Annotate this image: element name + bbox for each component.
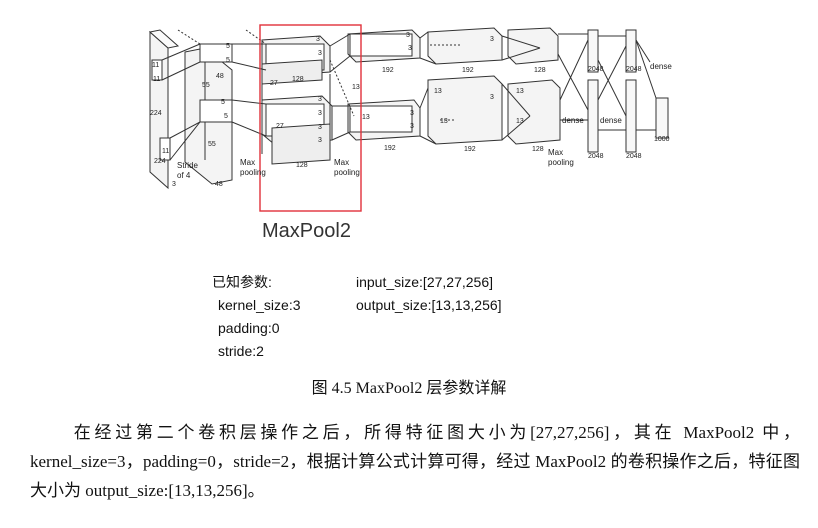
conv4-top-slab xyxy=(427,27,503,65)
label-128-d: 128 xyxy=(532,146,544,153)
label-3-h: 3 xyxy=(408,45,412,52)
label-11-a: 11 xyxy=(152,62,160,69)
label-11-c: 11 xyxy=(162,148,170,155)
label-5-c: 5 xyxy=(221,99,225,106)
conv3-bot-inner xyxy=(349,105,413,133)
body-paragraph: 在经过第二个卷积层操作之后，所得特征图大小为[27,27,256]，其在 Max… xyxy=(30,418,800,505)
label-128-b: 128 xyxy=(296,162,308,169)
label-1000: 1000 xyxy=(654,136,670,143)
paragraph-text: 在经过第二个卷积层操作之后，所得特征图大小为[27,27,256]，其在 Max… xyxy=(30,423,800,500)
param-kernel-size: kernel_size:3 xyxy=(218,297,301,313)
label-13-d: 13 xyxy=(440,118,448,125)
size-params: input_size:[27,27,256] output_size:[13,1… xyxy=(356,271,502,317)
label-5-b: 5 xyxy=(226,57,230,64)
label-3-e: 3 xyxy=(318,124,322,131)
label-13-b: 13 xyxy=(362,114,370,121)
label-of4: of 4 xyxy=(177,171,191,180)
label-3-j: 3 xyxy=(410,123,414,130)
label-5-a: 5 xyxy=(226,43,230,50)
label-192-b: 192 xyxy=(462,67,474,74)
param-stride: stride:2 xyxy=(218,343,264,359)
fc1-top xyxy=(587,29,599,73)
label-3-c: 3 xyxy=(318,96,322,103)
input-size: input_size:[27,27,256] xyxy=(356,274,493,290)
label-dense-b: dense xyxy=(562,116,584,125)
alexnet-figure: 224 224 11 11 11 Stride of 4 3 55 55 48 … xyxy=(0,0,818,260)
known-params: 已知参数: kernel_size:3 padding:0 stride:2 xyxy=(212,271,301,363)
label-192-d: 192 xyxy=(464,146,476,153)
label-3-g: 3 xyxy=(406,32,410,39)
output-size: output_size:[13,13,256] xyxy=(356,297,502,313)
figure-caption: 图 4.5 MaxPool2 层参数详解 xyxy=(311,380,507,397)
label-3-a: 3 xyxy=(316,36,320,43)
label-dense-a: dense xyxy=(650,62,672,71)
label-13-c: 13 xyxy=(434,88,442,95)
label-192-a: 192 xyxy=(382,67,394,74)
label-2048-c: 2048 xyxy=(588,153,604,160)
label-27-a: 27 xyxy=(270,80,278,87)
label-27-b: 27 xyxy=(276,123,284,130)
label-128-c: 128 xyxy=(534,67,546,74)
param-padding: padding:0 xyxy=(218,320,280,336)
figure-title: MaxPool2 xyxy=(262,220,351,242)
label-dense-c: dense xyxy=(600,116,622,125)
label-13-e: 13 xyxy=(516,88,524,95)
fc2-bot xyxy=(625,79,637,153)
kernel-box-2 xyxy=(159,137,171,161)
label-3-i: 3 xyxy=(410,110,414,117)
label-2048-a: 2048 xyxy=(588,66,604,73)
label-13-f: 13 xyxy=(516,118,524,125)
label-55-b: 55 xyxy=(208,141,216,148)
label-11-b: 11 xyxy=(153,76,161,83)
fc2-top xyxy=(625,29,637,73)
maxpool2-highlight xyxy=(259,24,362,212)
conv3-top-inner xyxy=(349,33,413,57)
input-slab-top xyxy=(148,29,180,49)
label-5-d: 5 xyxy=(224,113,228,120)
kernel-box-4 xyxy=(199,99,233,123)
label-13-a: 13 xyxy=(352,84,360,91)
label-3-f: 3 xyxy=(318,137,322,144)
label-128-a: 128 xyxy=(292,76,304,83)
fc1-bot xyxy=(587,79,599,153)
label-3-k: 3 xyxy=(490,36,494,43)
label-3: 3 xyxy=(172,181,176,188)
label-55-a: 55 xyxy=(202,82,210,89)
label-2048-b: 2048 xyxy=(626,66,642,73)
label-3-l: 3 xyxy=(490,94,494,101)
conv5-bot-slab xyxy=(507,79,561,145)
label-48-a: 48 xyxy=(216,73,224,80)
label-192-c: 192 xyxy=(384,145,396,152)
label-224-b: 224 xyxy=(154,158,166,165)
label-2048-d: 2048 xyxy=(626,153,642,160)
params-header: 已知参数: xyxy=(212,274,272,290)
label-3-b: 3 xyxy=(318,50,322,57)
alexnet-diagram xyxy=(148,24,669,212)
kernel-box-1 xyxy=(151,59,163,81)
kernel-box-3 xyxy=(199,43,233,63)
label-stride: Stride xyxy=(177,161,198,170)
fc3 xyxy=(655,97,669,139)
label-48-b: 48 xyxy=(215,181,223,188)
label-3-d: 3 xyxy=(318,110,322,117)
label-224-a: 224 xyxy=(150,110,162,117)
conv4-bot-slab xyxy=(427,75,503,145)
